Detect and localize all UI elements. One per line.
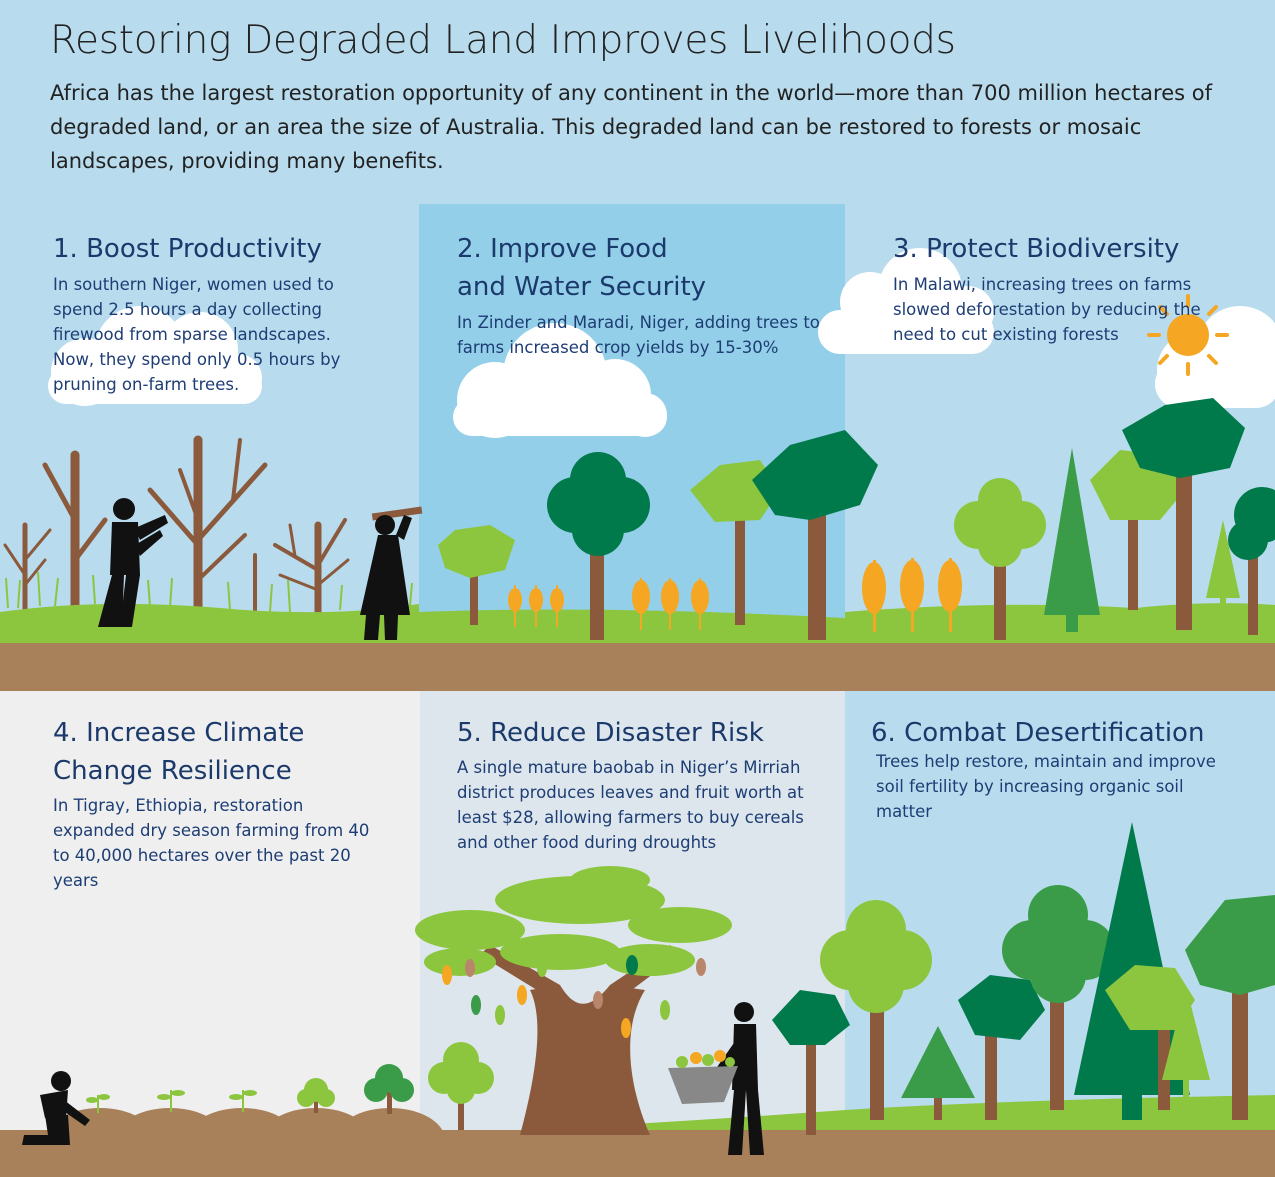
section-1-title: 1. Boost Productivity (53, 230, 322, 268)
person-planting-silhouette (22, 1071, 90, 1145)
sapling-icon (428, 1042, 494, 1130)
tree-icon (1228, 487, 1275, 635)
section-title-line: 4. Increase Climate (53, 718, 305, 748)
pine-tree-icon (1162, 986, 1210, 1100)
soil-strip (0, 643, 1275, 691)
cloud-icon (48, 306, 262, 406)
tree-icon (1185, 895, 1275, 1120)
panel-food-water-background (419, 204, 845, 691)
seedling-icon (229, 1090, 257, 1112)
section-6-text: Trees help restore, maintain and improve… (876, 752, 1216, 821)
basket-icon (668, 1066, 738, 1104)
section-6-title: 6. Combat Desertification (871, 714, 1204, 752)
sun-icon (1147, 294, 1229, 376)
seedling-icon (157, 1090, 185, 1112)
section-title-line: 6. Combat Desertification (871, 718, 1205, 748)
cloud-icon (453, 323, 667, 438)
cloud-icon (818, 248, 994, 354)
intro-paragraph: Africa has the largest restoration oppor… (50, 81, 1212, 173)
section-1-text: In southern Niger, women used to spend 2… (53, 275, 341, 394)
pine-tree-icon (901, 1026, 975, 1120)
pine-tree-icon (1044, 448, 1100, 632)
person-pruning-silhouette (98, 498, 168, 627)
tree-icon (820, 900, 932, 1120)
section-2-text: In Zinder and Maradi, Niger, adding tree… (457, 313, 820, 357)
section-3-text: In Malawi, increasing trees on farms slo… (893, 275, 1201, 344)
baobab-tree-icon (415, 866, 732, 1135)
person-with-basket-silhouette (668, 1002, 764, 1155)
bare-tree-icon (253, 518, 350, 629)
tree-icon (1122, 398, 1245, 630)
wheat-crop-icon (508, 578, 709, 630)
tree-icon (1002, 885, 1115, 1110)
section-3-title: 3. Protect Biodiversity (893, 230, 1179, 268)
section-title-line: Change Resilience (53, 756, 292, 786)
section-title-line: and Water Security (457, 272, 707, 302)
tree-icon (958, 975, 1045, 1120)
section-title-line: 2. Improve Food (457, 234, 668, 264)
section-4-title: 4. Increase Climate Change Resilience (53, 714, 304, 790)
person-carrying-firewood-silhouette (360, 506, 423, 640)
tree-icon (547, 452, 650, 640)
pine-tree-icon (1206, 520, 1240, 605)
tree-icon (438, 525, 515, 625)
sapling-icon (364, 1064, 414, 1114)
panel-climate-background (0, 691, 420, 1177)
seedling-icon (86, 1094, 110, 1113)
tree-icon (954, 478, 1046, 640)
wheat-crop-icon (862, 558, 962, 632)
bare-tree-icon (3, 450, 108, 625)
section-2-title: 2. Improve Food and Water Security (457, 230, 706, 306)
section-4-text: In Tigray, Ethiopia, restoration expande… (53, 796, 370, 890)
bare-tree-icon (147, 435, 268, 630)
section-5-title: 5. Reduce Disaster Risk (457, 714, 764, 752)
sapling-icon (297, 1078, 335, 1113)
section-title-line: 3. Protect Biodiversity (893, 234, 1180, 264)
cloud-icon (1155, 306, 1275, 408)
tree-icon (772, 990, 850, 1135)
section-5-text: A single mature baobab in Niger’s Mirria… (457, 758, 804, 852)
section-title-line: 5. Reduce Disaster Risk (457, 718, 764, 748)
tree-icon (752, 430, 878, 640)
tree-icon (1105, 965, 1195, 1110)
section-title-line: 1. Boost Productivity (53, 234, 322, 264)
page-title: Restoring Degraded Land Improves Livelih… (50, 18, 956, 63)
baobab-fruit-icon (442, 955, 706, 1038)
soil-mounds (45, 1108, 445, 1172)
